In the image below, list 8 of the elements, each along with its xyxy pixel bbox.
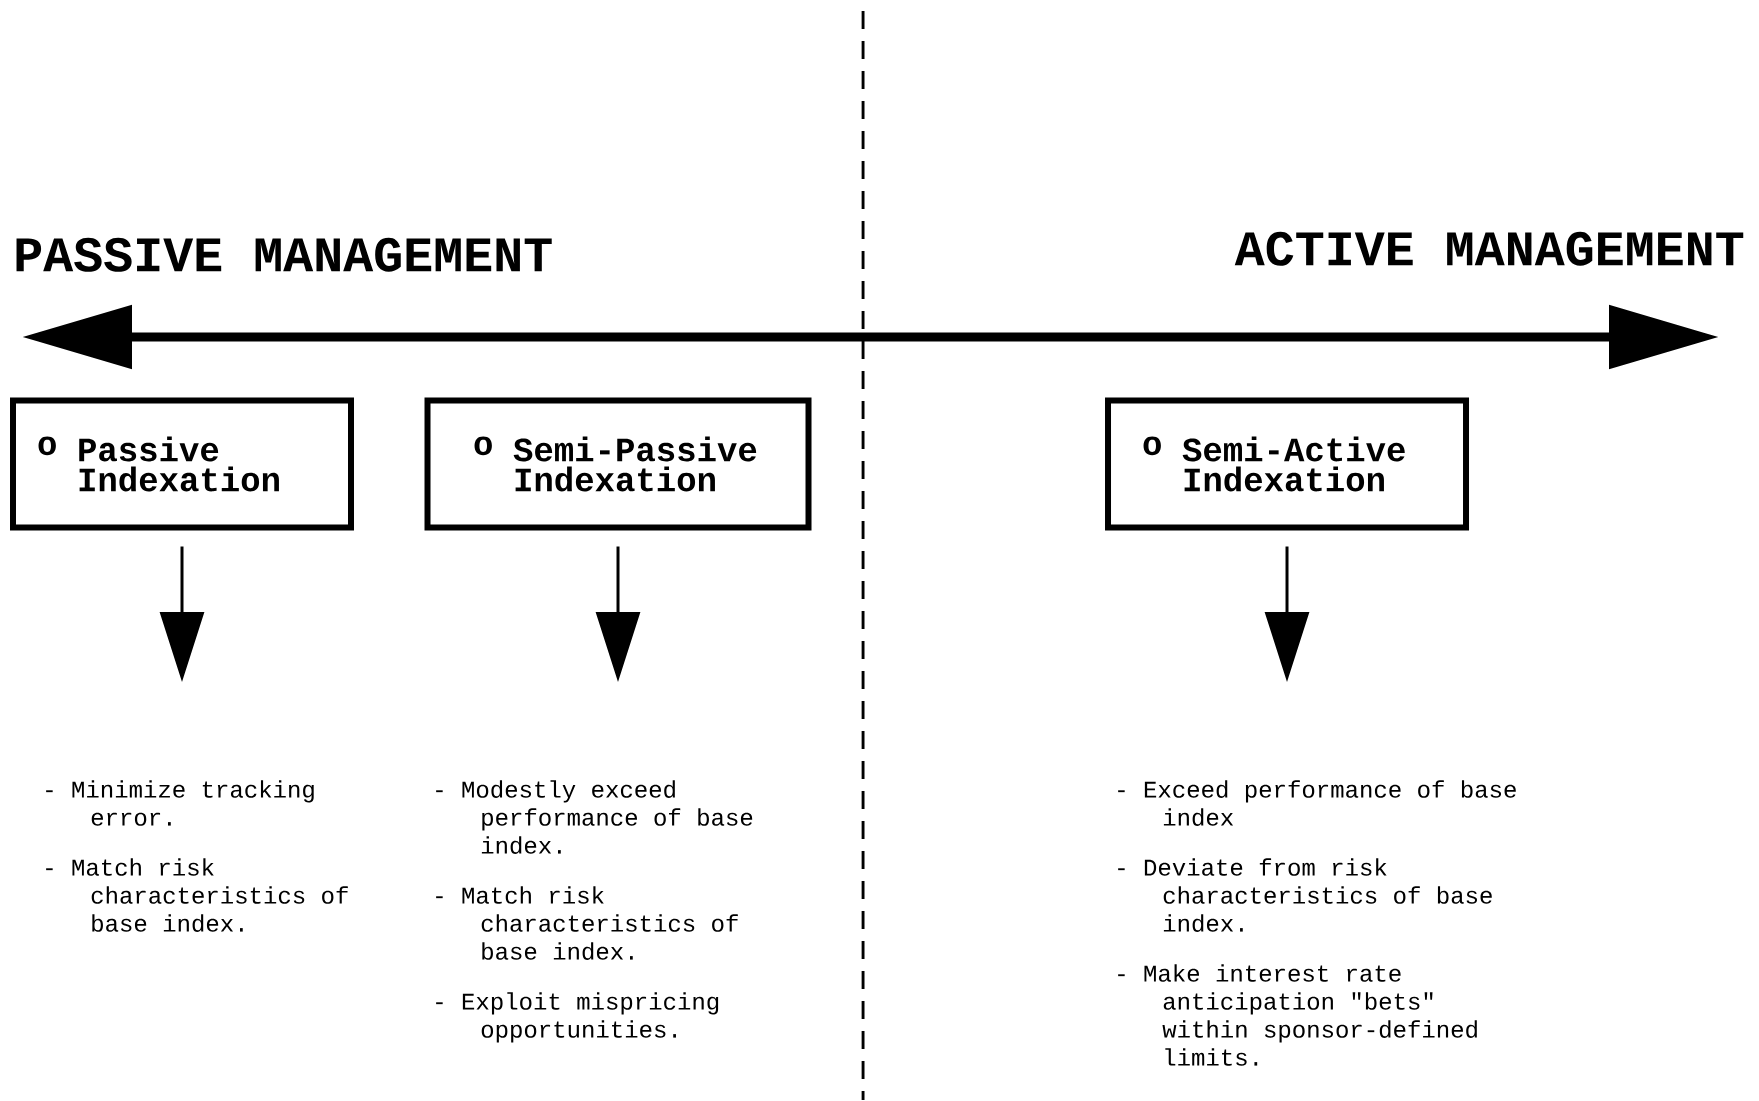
process-box: o Semi-Passive Indexation [424,397,812,531]
heading: PASSIVE MANAGEMENT [16,237,552,272]
process-box: o Passive Indexation [10,397,354,531]
bullet-list: - Minimize tracking error. - Match risk characteristics of base index. [46,780,348,932]
heading: ACTIVE MANAGEMENT [1234,231,1744,266]
bullet-list: - Modestly exceed performance of base index. - Match risk characteristics of base index. - Exploit mispricing opportunities. [436,780,753,1043]
bullet-list: - Exceed performance of base index - Deviate from risk characteristics of base index. - Make interest rate anticipation "bets" within sponsor-defined limits. [1118,780,1516,1066]
process-box: o Semi-Active Indexation [1105,397,1469,531]
